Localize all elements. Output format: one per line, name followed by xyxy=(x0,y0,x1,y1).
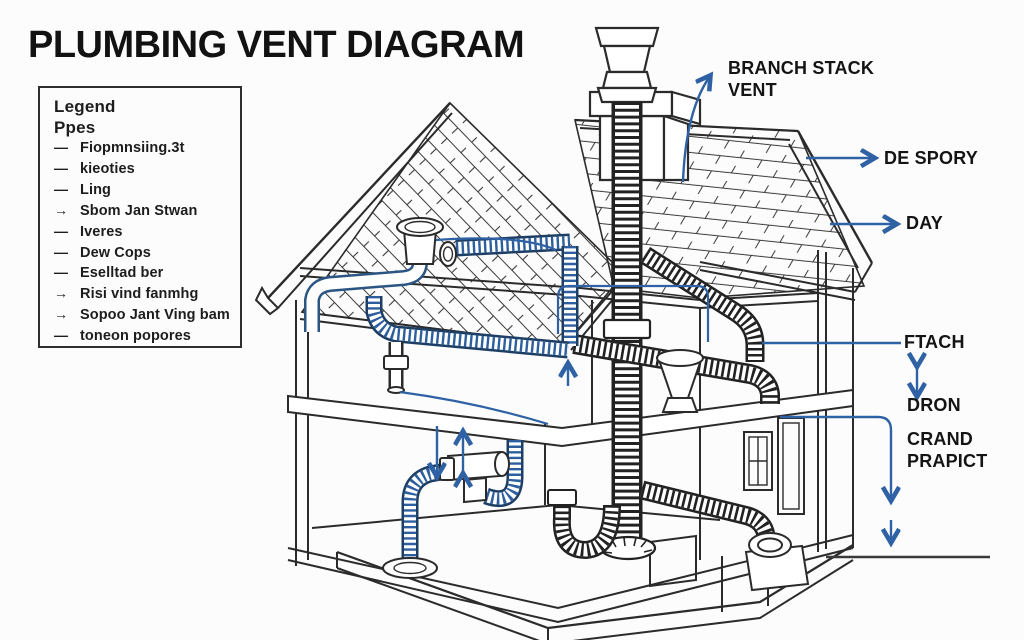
legend-item: — toneon popores xyxy=(54,326,230,347)
legend-item-label: kieoties xyxy=(80,160,135,177)
blue-pipe-lines xyxy=(399,237,710,426)
legend-item-label: Sbom Jan Stwan xyxy=(80,202,198,219)
legend-item: — Fiopmnsiing.3t xyxy=(54,138,230,159)
flow-arrows xyxy=(437,364,568,476)
dash-icon: — xyxy=(54,243,69,260)
dash-icon: — xyxy=(54,159,69,176)
arrow-icon: → xyxy=(54,201,69,218)
black-branch-pipes xyxy=(547,246,780,559)
drain-bowl xyxy=(744,532,810,592)
legend-item: — Ling xyxy=(54,180,230,201)
legend-item: — Iveres xyxy=(54,222,230,243)
callout-dron: DRON xyxy=(907,395,961,415)
callout-arrows xyxy=(681,76,917,542)
legend-subheading: Ppes xyxy=(54,118,96,137)
legend-item: → Sbom Jan Stwan xyxy=(54,201,230,222)
legend-item-label: Iveres xyxy=(80,223,123,240)
legend-item: → Sopoo Jant Ving bam xyxy=(54,305,230,326)
branch-stack-vent-arrow xyxy=(681,76,710,183)
legend-item-label: Risi vind fanmhg xyxy=(80,286,199,303)
legend-item: — kieoties xyxy=(54,159,230,180)
legend-item: — Eselltad ber xyxy=(54,263,230,284)
legend-item-label: toneon popores xyxy=(80,328,191,345)
legend-item-label: Sopoo Jant Ving bam xyxy=(80,307,230,324)
dash-icon: — xyxy=(54,180,69,197)
vent-cap xyxy=(594,26,660,104)
crand-prapict-arrow xyxy=(780,415,891,500)
legend-item-label: Fiopmnsiing.3t xyxy=(80,140,185,156)
legend-item: — Dew Cops xyxy=(54,243,230,264)
callout-day: DAY xyxy=(906,213,943,233)
callout-branch-stack-vent: BRANCH STACK VENT xyxy=(728,58,875,100)
legend-item-label: Eselltad ber xyxy=(80,265,164,282)
callout-ftach: FTACH xyxy=(904,332,965,352)
funnel-fitting xyxy=(656,349,704,413)
arrow-icon: → xyxy=(54,306,69,323)
callout-crand-prapict: CRAND PRAPICT xyxy=(907,429,988,471)
dash-icon: — xyxy=(54,264,69,281)
dash-icon: — xyxy=(54,139,69,155)
dash-icon: — xyxy=(54,327,69,344)
legend-item: → Risi vind fanmhg xyxy=(54,284,230,305)
main-vent-stack xyxy=(599,102,657,561)
legend-heading: Legend xyxy=(54,97,116,116)
page-title: PLUMBING VENT DIAGRAM xyxy=(28,24,525,66)
legend-item-label: Dew Cops xyxy=(80,244,151,261)
legend-item-label: Ling xyxy=(80,181,112,198)
dash-icon: — xyxy=(54,222,69,239)
legend-box: Legend Ppes — Fiopmnsiing.3t — kieoties — L… xyxy=(38,86,242,348)
callout-de-spory: DE SPORY xyxy=(884,148,978,168)
arrow-icon: → xyxy=(54,285,69,302)
